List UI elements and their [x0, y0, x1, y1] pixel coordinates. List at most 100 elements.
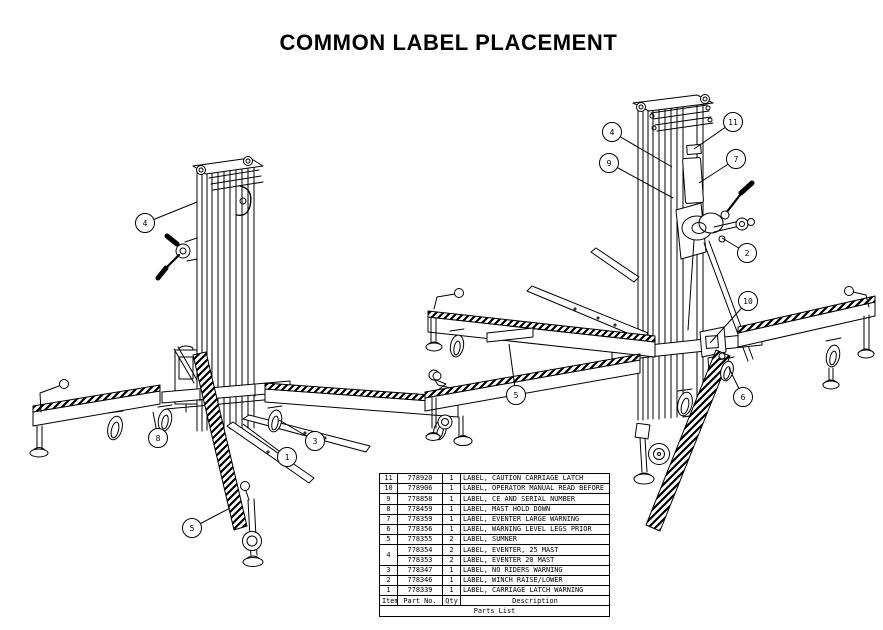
parts-table-cell: LABEL, CARRIAGE LATCH WARNING: [460, 585, 610, 597]
foot-pad: [857, 349, 875, 359]
parts-table-caption: Parts List: [379, 605, 610, 617]
right-lift-winch: [675, 180, 755, 331]
winch-crank-handle: [738, 180, 755, 196]
callout-10-balloon: [738, 291, 758, 311]
parts-table-cell: 9: [379, 493, 398, 505]
callout-6-balloon: [733, 387, 753, 407]
col-header-qty: Qty: [442, 595, 461, 607]
callout-7-balloon: [726, 149, 746, 169]
parts-table-cell: LABEL, WARNING LEVEL LEGS PRIOR: [460, 523, 610, 536]
parts-table-cell: 4: [379, 544, 398, 566]
parts-table-cell: LABEL, OPERATOR MANUAL READ BEFORE: [460, 483, 610, 495]
callout-leader-line: [611, 131, 673, 168]
callout-5-number: 5: [514, 391, 519, 400]
callout-2-number: 2: [745, 249, 750, 258]
parts-table-header-row: Item Part No. Qty Description: [379, 595, 610, 607]
parts-table-cell: 2: [379, 574, 398, 587]
foot-pad: [425, 433, 441, 441]
parts-table-cell: 778858: [397, 493, 443, 505]
left-lift-drawing: [29, 156, 473, 567]
foot-pad: [822, 380, 840, 390]
jack-handle-ball: [432, 371, 442, 381]
jack-handle-ball: [844, 286, 854, 296]
left-winch-handle: [155, 265, 169, 281]
parts-table-cell: 1: [379, 585, 398, 597]
foot-pad: [29, 448, 49, 458]
jack-handle-ball: [59, 379, 69, 389]
left-lift-winch: [155, 233, 198, 281]
parts-table-cell: 778359: [397, 513, 443, 525]
parts-table-cell: LABEL, EVENTER 20 MAST: [460, 554, 610, 566]
callout-9-balloon: [599, 153, 619, 173]
callout-4-balloon: [135, 213, 155, 233]
callout-6-number: 6: [741, 393, 746, 402]
parts-table-cell: 2: [442, 544, 461, 556]
foot-pad: [425, 342, 443, 352]
parts-table-cell: LABEL, CE AND SERIAL NUMBER: [460, 493, 610, 505]
parts-table-cell: LABEL, SUMNER: [460, 534, 610, 546]
parts-table-cell: 778354: [397, 544, 443, 556]
parts-table-cell: 1: [442, 503, 461, 515]
left-lift-front-leg: [192, 351, 264, 567]
right-lift-left-leg: [425, 288, 656, 358]
caster-wheel: [648, 443, 670, 465]
col-header-item: Item: [379, 595, 398, 607]
parts-table-cell: 778356: [397, 523, 443, 536]
parts-table-cell: LABEL, CAUTION CARRIAGE LATCH: [460, 472, 610, 485]
parts-table-cell: 3: [379, 564, 398, 576]
parts-table-cell: 1: [442, 493, 461, 505]
right-mast-pulley: [636, 102, 646, 112]
parts-table-cell: 6: [379, 523, 398, 536]
parts-table-cell: 1: [442, 564, 461, 576]
callout-11-balloon: [723, 112, 743, 132]
parts-table-cell: 7: [379, 513, 398, 525]
parts-table-cell: 1: [442, 523, 461, 536]
callout-10-number: 10: [743, 297, 753, 306]
parts-table-cell: 1: [442, 513, 461, 525]
parts-table-cell: 2: [442, 554, 461, 566]
callout-8-balloon: [148, 428, 168, 448]
right-lift-forks: [526, 247, 649, 341]
foot-pad: [453, 436, 473, 446]
parts-table-cell: LABEL, EVENTER, 25 MAST: [460, 544, 610, 556]
label-placement-7: [682, 157, 704, 204]
callout-11-number: 11: [728, 118, 738, 127]
parts-table-cell: 8: [379, 503, 398, 515]
jack-handle-ball: [454, 288, 464, 298]
right-mast-pulley: [700, 94, 710, 104]
right-lift-drawing: [424, 94, 876, 532]
callout-4-number: 4: [143, 219, 148, 228]
callout-8-number: 8: [156, 434, 161, 443]
callout-3-number: 3: [313, 437, 318, 446]
callout-5-balloon: [182, 518, 202, 538]
parts-table-cell: LABEL, WINCH RAISE/LOWER: [460, 574, 610, 587]
parts-table-cell: 2: [442, 534, 461, 546]
parts-table-cell: LABEL, MAST HOLD DOWN: [460, 503, 610, 515]
left-mast-pulley: [243, 156, 253, 166]
parts-table-cell: 1: [442, 472, 461, 485]
foot-pad: [633, 473, 655, 485]
left-lift-brace: [173, 346, 198, 384]
callout-1-balloon: [277, 447, 297, 467]
right-lift-right-leg: [737, 286, 876, 390]
callout-2-balloon: [737, 243, 757, 263]
label-placement-5: [486, 327, 534, 343]
callout-5-number: 5: [190, 524, 195, 533]
parts-table-cell: 778339: [397, 585, 443, 597]
parts-table-cell: 778920: [397, 472, 443, 485]
col-header-part-no: Part No.: [397, 595, 443, 607]
left-mast-hook: [236, 185, 252, 216]
